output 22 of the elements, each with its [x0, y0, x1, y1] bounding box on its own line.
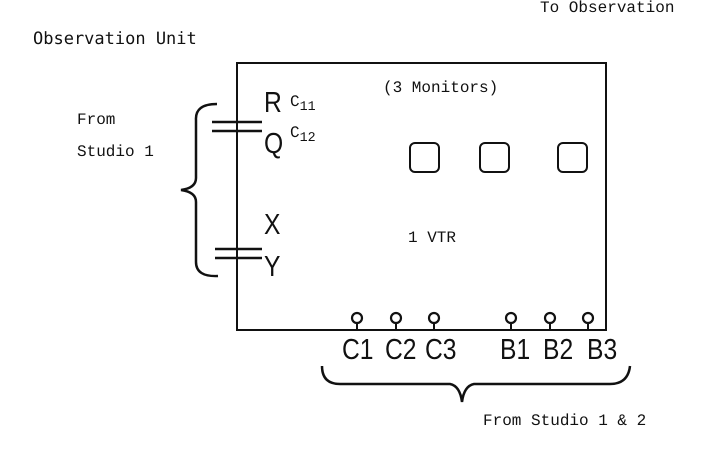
vtr-label: 1 VTR: [408, 230, 456, 246]
monitor-box: [479, 142, 510, 173]
monitor-box: [557, 142, 588, 173]
port-letter: Y: [264, 253, 280, 282]
connector-label: B1: [500, 336, 530, 365]
connector-label: B2: [543, 336, 574, 365]
connector-label: C3: [425, 336, 457, 365]
unit-box: [236, 62, 607, 331]
channel-label: C$_{12}$: [290, 125, 316, 146]
port-letter: R: [264, 89, 282, 118]
port-letter: Q: [264, 130, 284, 159]
connector-label: B3: [587, 336, 618, 365]
channel-label: C$_{11}$: [290, 94, 316, 115]
source-label: From Studio 1 & 2: [483, 413, 646, 429]
title: Observation Unit: [33, 31, 197, 48]
monitor-box: [409, 142, 440, 173]
source-label: From Studio 1: [77, 110, 155, 163]
monitor-label: (3 Monitors): [383, 80, 498, 96]
port-letter: X: [264, 211, 280, 240]
note-text: To Observation: [540, 0, 674, 16]
connector-label: C2: [385, 336, 417, 365]
connector-label: C1: [342, 336, 374, 365]
